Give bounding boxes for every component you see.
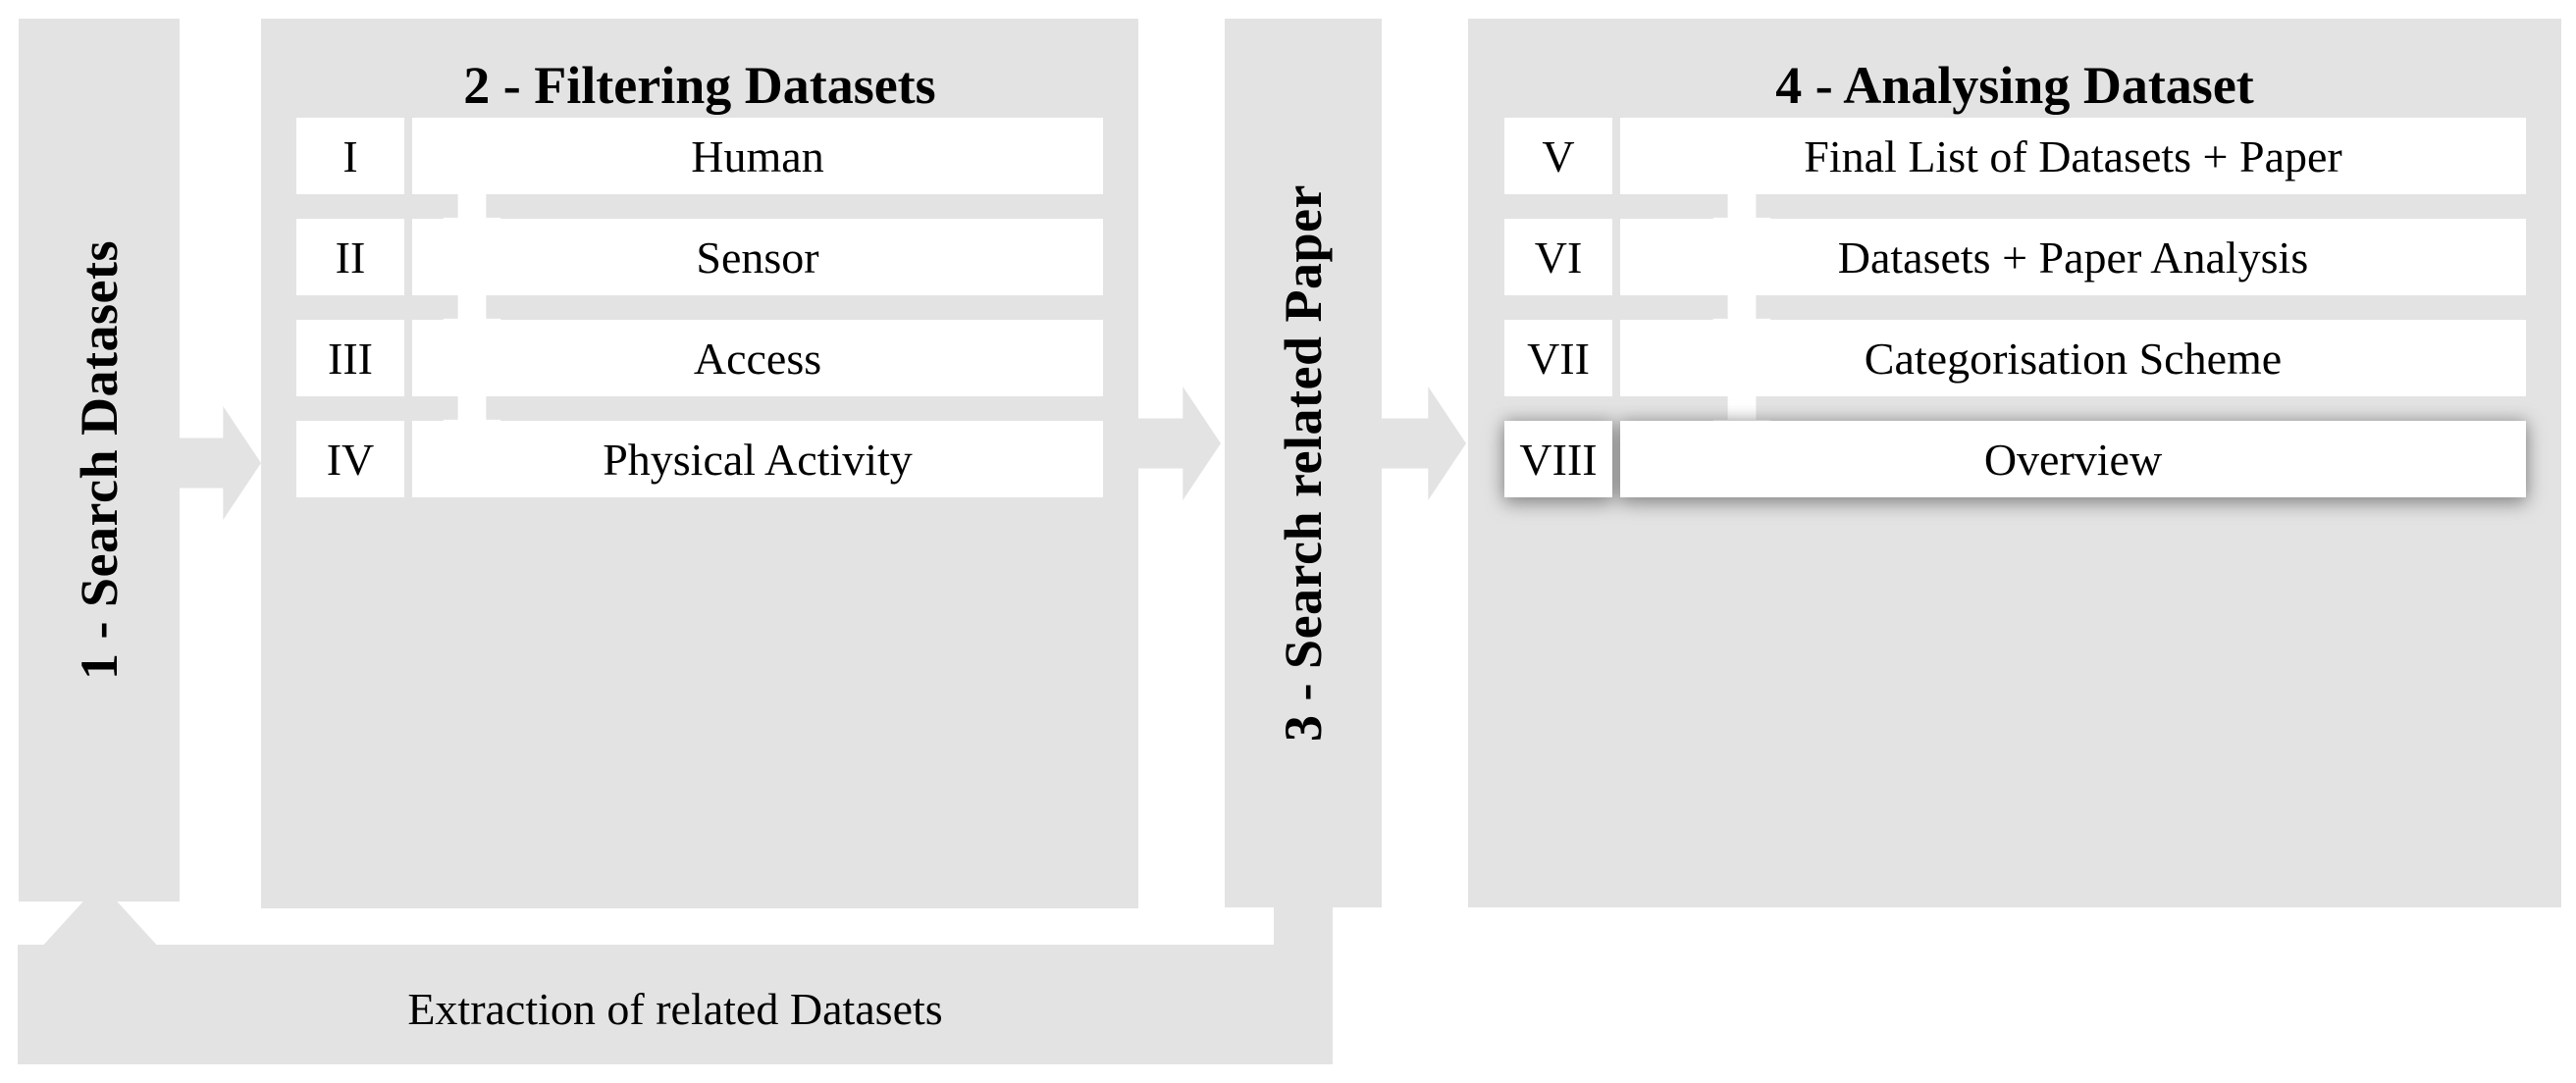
step-row-highlighted[interactable]: VIII Overview (1504, 421, 2526, 497)
stage-4-title: 4 - Analysing Dataset (1775, 56, 2254, 115)
feedback-loop-riser (72, 942, 129, 971)
step-row[interactable]: VII Categorisation Scheme (1504, 320, 2526, 396)
step-label: Physical Activity (412, 421, 1103, 497)
arrow-stage1-to-stage2-icon (177, 406, 261, 520)
step-label: Access (412, 320, 1103, 396)
step-row[interactable]: II Sensor (296, 219, 1103, 295)
step-numeral: VII (1504, 320, 1612, 396)
step-numeral: VI (1504, 219, 1612, 295)
feedback-loop-stem (1274, 907, 1333, 945)
arrow-stage2-to-stage3-icon (1136, 387, 1221, 500)
feedback-loop-bar (18, 945, 1333, 1064)
step-numeral: VIII (1504, 421, 1612, 497)
step-label: Datasets + Paper Analysis (1620, 219, 2526, 295)
step-numeral: IV (296, 421, 404, 497)
stage-panel-3: 3 - Search related Paper (1225, 19, 1382, 907)
arrow-stage3-to-stage4-icon (1382, 387, 1466, 500)
step-label: Human (412, 118, 1103, 194)
step-numeral: III (296, 320, 404, 396)
stage-1-title: 1 - Search Datasets (19, 19, 180, 902)
step-numeral: II (296, 219, 404, 295)
step-row[interactable]: VI Datasets + Paper Analysis (1504, 219, 2526, 295)
step-row[interactable]: V Final List of Datasets + Paper (1504, 118, 2526, 194)
feedback-loop-label: Extraction of related Datasets (407, 984, 943, 1034)
step-label: Categorisation Scheme (1620, 320, 2526, 396)
step-numeral: V (1504, 118, 1612, 194)
stage-3-title: 3 - Search related Paper (1225, 19, 1382, 907)
step-row[interactable]: I Human (296, 118, 1103, 194)
stage-3-title-text: 3 - Search related Paper (1274, 184, 1333, 742)
step-row[interactable]: IV Physical Activity (296, 421, 1103, 497)
stage-1-title-text: 1 - Search Datasets (70, 240, 129, 680)
stage-panel-1: 1 - Search Datasets (19, 19, 180, 902)
step-row[interactable]: III Access (296, 320, 1103, 396)
step-numeral: I (296, 118, 404, 194)
step-label: Sensor (412, 219, 1103, 295)
step-label: Final List of Datasets + Paper (1620, 118, 2526, 194)
step-label: Overview (1620, 421, 2526, 497)
stage-2-title: 2 - Filtering Datasets (463, 56, 936, 115)
